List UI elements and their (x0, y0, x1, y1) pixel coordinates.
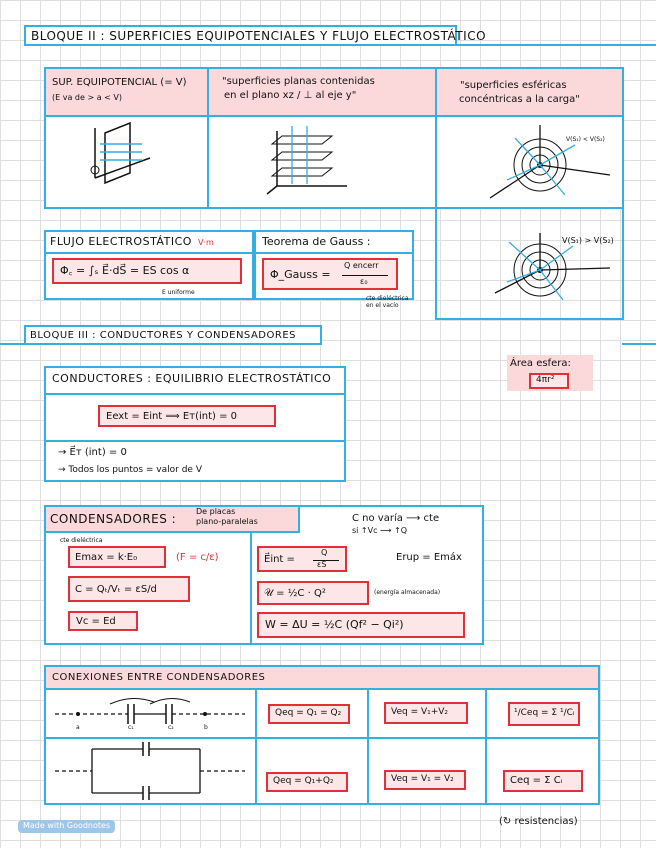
emax-formula: Emax = k·E₀ (75, 552, 138, 563)
v-label-1: V(S₁) < V(S₂) (566, 136, 605, 143)
eint-formula: E⃗int = (264, 554, 295, 565)
serie-v-box: Veq = V₁+V₂ (384, 702, 468, 724)
esfericas-label: "superficies esféricas (460, 80, 567, 91)
const-dielectrica-note: cte dieléctrica (60, 537, 103, 544)
paralelo-v: Veq = V₁ = V₂ (391, 774, 454, 784)
plane-sketch (90, 121, 151, 185)
conductores-line-2: → Todos los puntos = valor de V (58, 465, 202, 475)
conductores-line-1: → E⃗ᴛ (int) = 0 (58, 447, 127, 458)
si-vc: si ↑Vc ⟶ ↑Q (352, 526, 408, 535)
spheres-sketch-2 (494, 233, 611, 301)
f-ratio: (F = c/ε) (176, 552, 219, 563)
sup-equipotencial-label: SUP. EQUIPOTENCIAL (= V) (52, 77, 187, 88)
serie-circuit-sketch (55, 698, 245, 724)
eint-denominator: εS (317, 560, 327, 569)
trabajo-box: W = ΔU = ½C (Qf² − Qi²) (257, 612, 465, 638)
gauss-formula: Φ_Gauss = (270, 268, 331, 281)
bloque2-header: BLOQUE II : SUPERFICIES EQUIPOTENCIALES … (24, 25, 486, 46)
trabajo-formula: W = ΔU = ½C (Qf² − Qi²) (265, 618, 404, 631)
condensadores-sub-1: De placas (196, 507, 236, 516)
paralelo-circuit-sketch (55, 742, 245, 800)
area-formula: 4πr² (536, 375, 555, 385)
bloque3-title: BLOQUE III : CONDUCTORES Y CONDENSADORES (30, 330, 296, 341)
serie-q: Qeq = Q₁ = Q₂ (275, 708, 342, 718)
eint-numerator: Q (321, 548, 328, 557)
goodnotes-watermark: Made with Goodnotes (18, 820, 116, 833)
gauss-title: Teorema de Gauss : (262, 235, 371, 248)
conductores-formula: Eext = Eint ⟹ Eᴛ(int) = 0 (106, 411, 238, 422)
emax-box: Emax = k·E₀ (68, 546, 166, 568)
v-label-2: V(S₁) > V(S₂) (562, 236, 614, 245)
energia-note: (energía almacenada) (374, 589, 441, 596)
spheres-sketch-1 (489, 125, 611, 199)
area-formula-box: 4πr² (529, 373, 569, 389)
paralelo-c: Ceq = Σ Cᵢ (510, 775, 563, 786)
esfericas-label-2: concéntricas a la carga" (459, 94, 580, 105)
energia-box: 𝒰 = ½C · Q² (257, 581, 369, 605)
paralelo-c-box: Ceq = Σ Cᵢ (503, 770, 583, 792)
paralelo-v-box: Veq = V₁ = V₂ (384, 770, 466, 790)
planas-label: "superficies planas contenidas (222, 76, 375, 87)
conductores-formula-box: Eext = Eint ⟹ Eᴛ(int) = 0 (98, 405, 276, 427)
gauss-denominator: ε₀ (360, 277, 368, 286)
flujo-note: E uniforme (162, 289, 195, 296)
label-a: a (76, 724, 80, 731)
bloque2-title: BLOQUE II : SUPERFICIES EQUIPOTENCIALES … (31, 29, 487, 43)
bloque3-header: BLOQUE III : CONDUCTORES Y CONDENSADORES (24, 325, 322, 345)
erup-formula: Erup = Emáx (396, 552, 462, 563)
flujo-units: V·m (198, 238, 214, 247)
gauss-formula-box: Φ_Gauss = Q encerr ε₀ (262, 258, 398, 290)
paralelo-q-box: Qeq = Q₁+Q₂ (266, 772, 348, 792)
flujo-formula-box: Φ꜀ = ∫ₛ E⃗·dS⃗ = ES cos α (52, 258, 242, 284)
paralelo-q: Qeq = Q₁+Q₂ (273, 776, 334, 786)
energia-formula: 𝒰 = ½C · Q² (264, 588, 326, 599)
gauss-numerator: Q encerr (344, 261, 379, 270)
conductores-title: CONDUCTORES : EQUILIBRIO ELECTROSTÁTICO (52, 372, 332, 385)
flujo-title: FLUJO ELECTROSTÁTICO (50, 235, 192, 248)
capacidad-box: C = Qₜ/Vₜ = εS/d (68, 576, 190, 602)
serie-c-box: ¹/Ceq = Σ ¹/Cᵢ (508, 702, 580, 726)
c-no-varia: C no varía ⟶ cte (352, 513, 440, 524)
equipotential-table-header (46, 69, 622, 115)
stacked-planes-sketch (266, 126, 347, 195)
condensadores-title: CONDENSADORES : (50, 512, 177, 526)
serie-v: Veq = V₁+V₂ (391, 707, 449, 717)
gauss-note: cte dieléctrica en el vacío (366, 295, 409, 309)
label-b: b (204, 724, 208, 731)
serie-q-box: Qeq = Q₁ = Q₂ (268, 704, 350, 724)
header-line-right (455, 44, 656, 46)
label-c2: c₂ (168, 724, 174, 731)
label-c1: c₁ (128, 724, 134, 731)
flujo-formula: Φ꜀ = ∫ₛ E⃗·dS⃗ = ES cos α (60, 264, 190, 277)
vc-formula: Vc = Ed (76, 616, 116, 627)
resistencias-note: (↻ resistencias) (499, 816, 578, 827)
eint-box: E⃗int = Q εS (257, 546, 347, 572)
planas-label-2: en el plano xz / ⊥ al eje y" (224, 90, 357, 101)
sup-note: (E va de > a < V) (52, 93, 122, 102)
area-label: Área esfera: (510, 358, 571, 369)
capacidad-formula: C = Qₜ/Vₜ = εS/d (75, 584, 157, 595)
vc-box: Vc = Ed (68, 611, 138, 631)
serie-c: ¹/Ceq = Σ ¹/Cᵢ (514, 708, 575, 718)
condensadores-sub-2: plano-paralelas (196, 517, 258, 526)
conexiones-title: CONEXIONES ENTRE CONDENSADORES (52, 672, 266, 683)
